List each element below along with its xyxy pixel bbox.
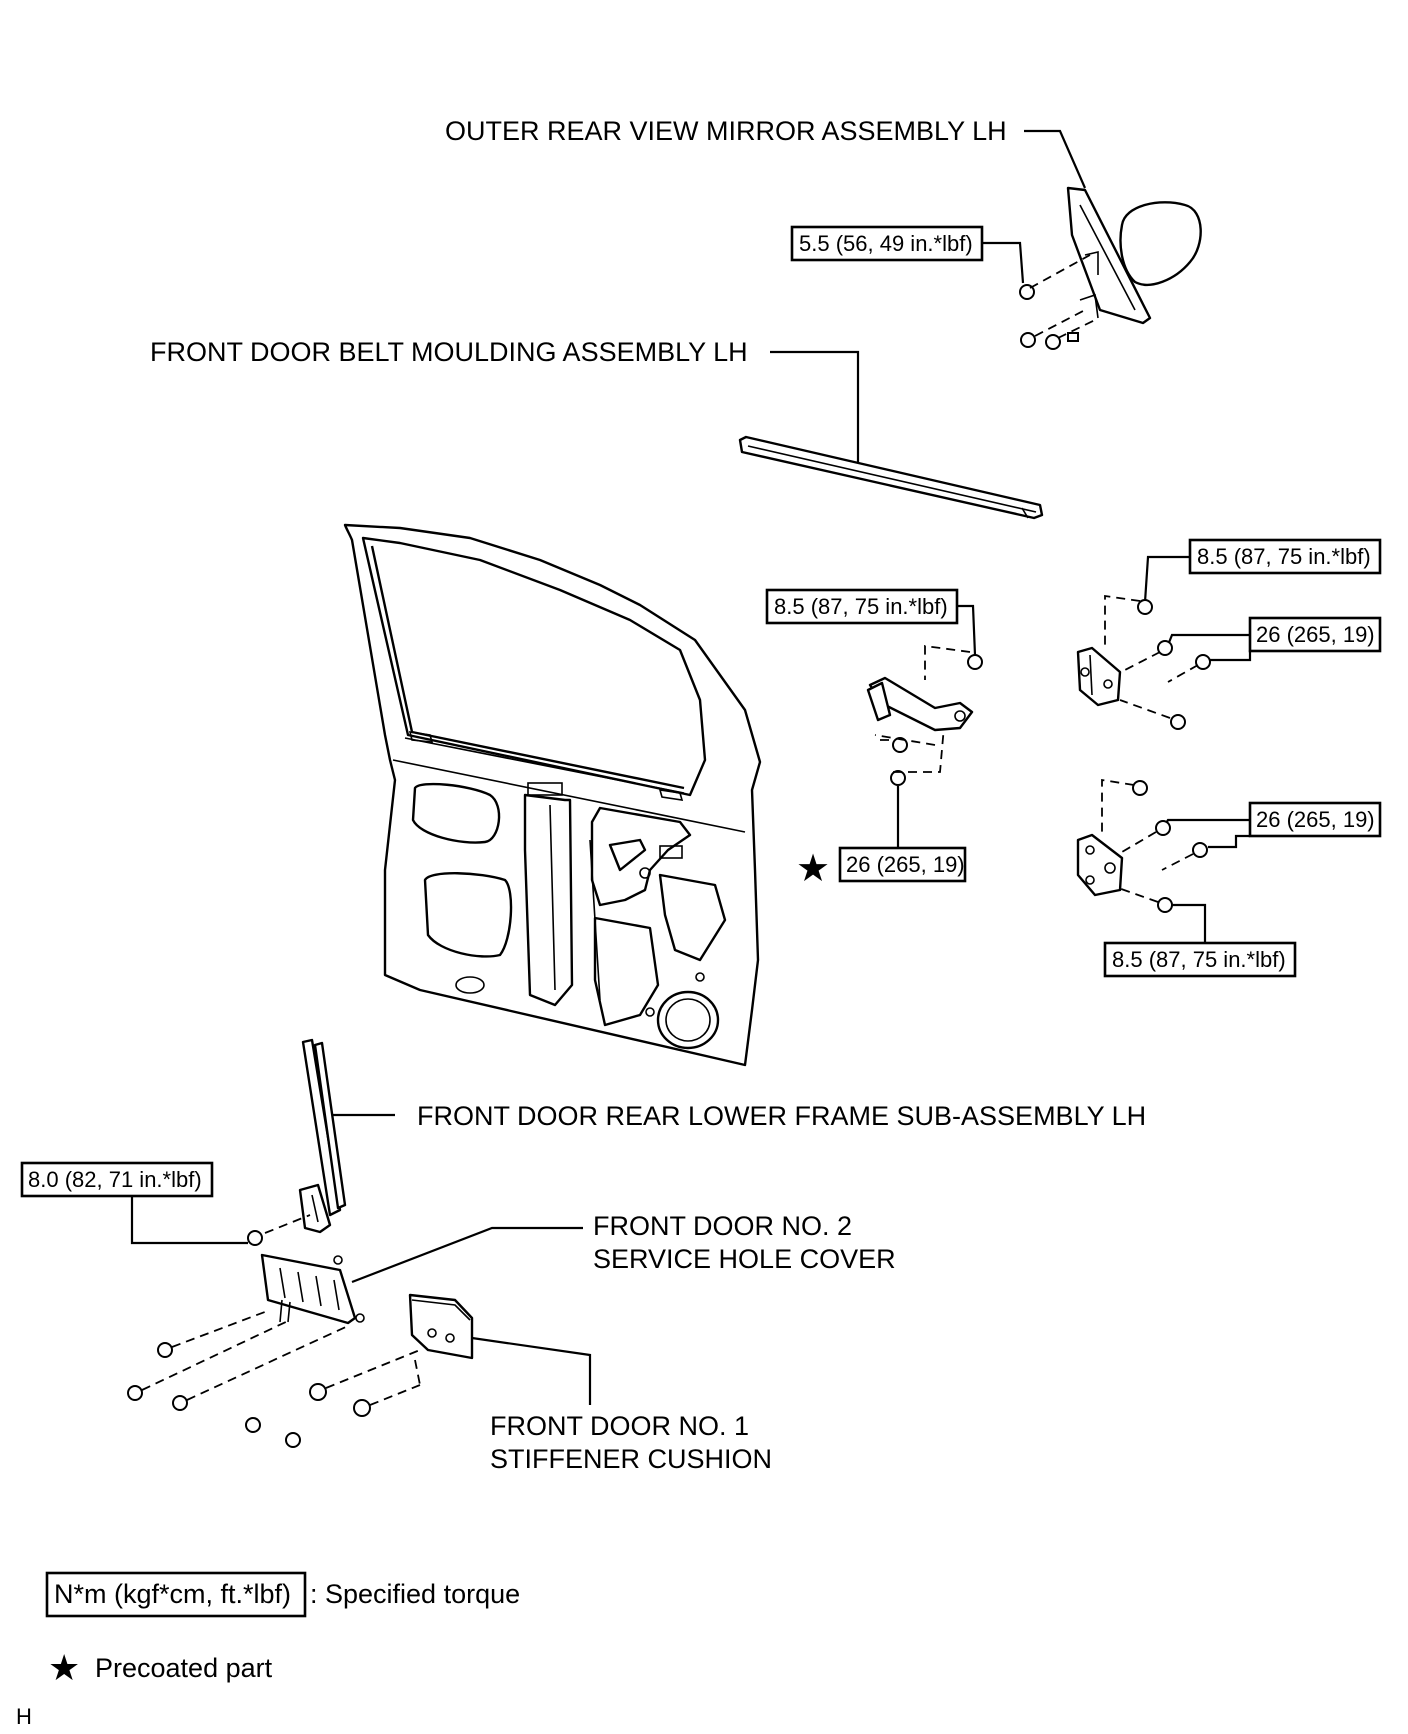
legend-star-icon: ★ [48,1648,80,1689]
lower-hinge: 26 (265, 19) 8.5 (87, 75 in.*lbf) [1076,778,1382,978]
outer-rear-view-mirror: OUTER REAR VIEW MIRROR ASSEMBLY LH 5.5 (… [445,116,1202,350]
cushion-clip-icon [309,1383,371,1417]
torque-upper-hinge-side: 26 (265, 19) [1256,622,1375,647]
service-hole-cover-label-1: FRONT DOOR NO. 2 [593,1211,852,1241]
service-hole-cover-label-2: SERVICE HOLE COVER [593,1244,896,1274]
rear-lower-frame-label: FRONT DOOR REAR LOWER FRAME SUB-ASSEMBLY… [417,1101,1146,1131]
belt-moulding-label: FRONT DOOR BELT MOULDING ASSEMBLY LH [150,337,748,367]
torque-lower-hinge-side: 26 (265, 19) [1256,807,1375,832]
legend-precoated-label: Precoated part [95,1653,273,1683]
belt-moulding: FRONT DOOR BELT MOULDING ASSEMBLY LH [150,337,1044,520]
stiffener-cushion-label-2: STIFFENER CUSHION [490,1444,772,1474]
torque-rear-frame: 8.0 (82, 71 in.*lbf) [28,1167,202,1192]
upper-hinge-bolt-icon [1137,599,1211,730]
torque-lower-hinge-bottom: 8.5 (87, 75 in.*lbf) [1112,947,1286,972]
rear-lower-frame: FRONT DOOR REAR LOWER FRAME SUB-ASSEMBLY… [20,1038,1146,1246]
torque-box-upper-hinge-side [1248,616,1382,653]
upper-hinge: 8.5 (87, 75 in.*lbf) 26 (265, 19) [1076,538,1382,730]
torque-box-lower-hinge-bottom [1103,941,1297,978]
torque-check-lower: 26 (265, 19) [846,852,965,877]
torque-box-rear-frame [20,1161,214,1198]
service-hole-cover: FRONT DOOR NO. 2 SERVICE HOLE COVER [127,1211,896,1448]
torque-check-upper: 8.5 (87, 75 in.*lbf) [774,594,948,619]
rear-frame-bolt-icon [247,1230,263,1246]
front-door-panel [343,523,762,1067]
legend-unit-box [45,1571,307,1618]
legend-unit-label: N*m (kgf*cm, ft.*lbf) [54,1579,291,1609]
check-bolt-icon [890,654,983,786]
lower-hinge-bolt-icon [1132,780,1208,913]
torque-upper-hinge-top: 8.5 (87, 75 in.*lbf) [1197,544,1371,569]
legend: N*m (kgf*cm, ft.*lbf) : Specified torque… [16,1571,520,1729]
mirror-bolt-icon [1019,284,1079,350]
mirror-label: OUTER REAR VIEW MIRROR ASSEMBLY LH [445,116,1007,146]
precoated-star-icon: ★ [796,846,830,890]
cover-bolt-icon [127,1342,301,1448]
torque-box-check-lower [838,846,967,883]
stiffener-cushion: FRONT DOOR NO. 1 STIFFENER CUSHION [309,1293,772,1474]
door-check: 8.5 (87, 75 in.*lbf) 26 (265, 19) ★ [765,588,983,890]
torque-mirror: 5.5 (56, 49 in.*lbf) [799,231,973,256]
footer-code: H [16,1704,32,1729]
legend-unit-desc: : Specified torque [310,1579,520,1609]
stiffener-cushion-label-1: FRONT DOOR NO. 1 [490,1411,749,1441]
